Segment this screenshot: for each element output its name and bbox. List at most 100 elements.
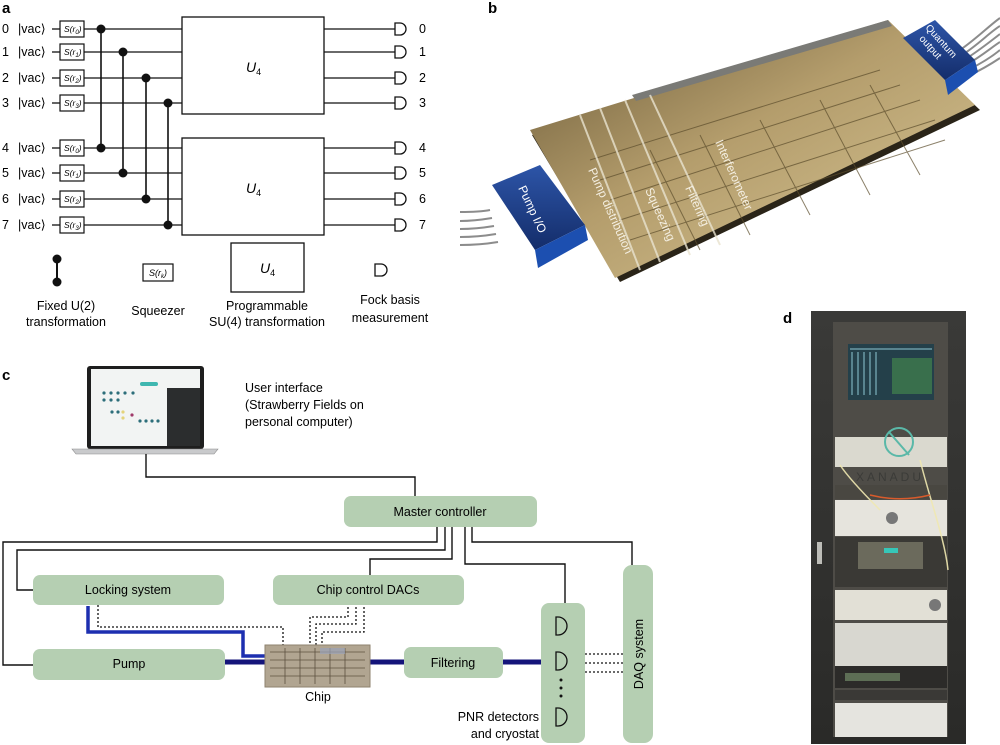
xanadu-logo-stroke <box>888 431 910 456</box>
detector-icon <box>394 45 407 59</box>
detector-icon <box>394 22 407 36</box>
filtering-box <box>404 647 503 678</box>
optical-paths <box>86 606 541 665</box>
legend-u2-line2: transformation <box>26 315 106 329</box>
squeezer-label: S(r0) <box>64 24 82 36</box>
vacuum-input: |vac⟩ <box>18 192 46 206</box>
su4-box-icon <box>230 242 305 293</box>
coupler-node-icon <box>118 47 128 57</box>
circuit-wire: 6|vac⟩S(r2)6 <box>2 190 426 208</box>
rack-unit <box>835 690 947 700</box>
rack-door-handle[interactable] <box>817 542 822 564</box>
panel-letter-b: b <box>488 0 497 17</box>
panel-d: d XANADU <box>783 310 966 744</box>
unitary-box-bottom <box>181 137 325 236</box>
circuit-wire: 1|vac⟩S(r1)1 <box>2 43 426 61</box>
chip-control-dacs-box <box>273 575 464 605</box>
master-controller-label: Master controller <box>393 505 486 519</box>
panel-letter-a: a <box>2 0 11 17</box>
legend-squeezer: S(rk) Squeezer <box>131 263 185 318</box>
xanadu-logo-icon <box>884 427 914 457</box>
squeezer-label: S(r1) <box>64 168 82 180</box>
unitary-box-top <box>181 16 325 115</box>
legend-fock: Fock basis measurement <box>352 263 429 325</box>
panel-a: a 0 |vac⟩ S(r0) 0 1 |vac⟩ S(r1) 1 2|vac⟩S(r2)2 3 |… <box>2 0 429 329</box>
detector-icon <box>374 263 388 277</box>
coupler-node-icon <box>141 194 151 204</box>
legend-fock-line2: measurement <box>352 311 429 325</box>
wire-index: 7 <box>2 218 9 232</box>
wire-index: 6 <box>2 192 9 206</box>
output-index: 3 <box>419 96 426 110</box>
circuit-wires: 0 |vac⟩ S(r0) 0 1 |vac⟩ S(r1) 1 2|vac⟩S(r2)2 3 |va… <box>2 20 426 234</box>
detector-icon <box>394 166 407 180</box>
fan-icon <box>929 599 941 611</box>
output-index: 1 <box>419 45 426 59</box>
chip-label: Chip <box>305 690 331 704</box>
u2-coupler <box>96 24 106 153</box>
wire-index: 4 <box>2 141 9 155</box>
output-index: 4 <box>419 141 426 155</box>
squeezer-label: S(r2) <box>64 194 82 206</box>
output-index: 0 <box>419 22 426 36</box>
filtering-label: Filtering <box>431 656 476 670</box>
quantum-output-block-side <box>945 60 978 95</box>
wire-index: 2 <box>2 71 9 85</box>
u2-coupler <box>163 98 173 230</box>
coupler-node-icon <box>163 98 173 108</box>
pnr-detectors-box <box>541 603 585 743</box>
quantum-output-block <box>903 20 975 80</box>
u2-node-icon <box>52 277 62 287</box>
laptop-icon <box>71 366 219 455</box>
legend-su4-line2: SU(4) transformation <box>209 315 325 329</box>
coupler-node-icon <box>96 24 106 34</box>
coupler-node-icon <box>163 220 173 230</box>
pump-io-block-side <box>535 225 588 268</box>
user-interface-label-1: User interface <box>245 381 323 395</box>
pnr-detectors-label-1: PNR detectors <box>458 710 539 724</box>
chip-thumbnail <box>264 644 371 688</box>
circuit-wire: 4|vac⟩S(r0)4 <box>2 139 426 157</box>
xanadu-brand: XANADU <box>856 470 924 484</box>
instrument <box>858 542 923 569</box>
detector-icon <box>555 707 568 727</box>
locking-system-label: Locking system <box>85 583 171 597</box>
rack-unit <box>835 590 947 620</box>
wire-index: 1 <box>2 45 9 59</box>
legend-su4-line1: Programmable <box>226 299 308 313</box>
vacuum-input: |vac⟩ <box>18 166 46 180</box>
circuit-wire: 2|vac⟩S(r2)2 <box>2 69 426 87</box>
squeezer-icon <box>142 263 174 282</box>
locking-system-box <box>33 575 224 605</box>
coupler-node-icon <box>96 143 106 153</box>
unitary-label-top: U4 <box>246 59 261 77</box>
daq-system-label: DAQ system <box>632 619 646 689</box>
rack-unit <box>835 623 947 666</box>
detector-icon <box>555 616 568 636</box>
pump-io-block <box>492 165 585 250</box>
coupler-node-icon <box>141 73 151 83</box>
fan-icon <box>886 512 898 524</box>
ellipsis-icon <box>559 678 563 698</box>
vacuum-input: |vac⟩ <box>18 45 46 59</box>
squeezer-label: S(r3) <box>64 220 82 232</box>
control-wiring <box>2 454 633 666</box>
panel-b: b <box>459 0 1000 282</box>
rack-cable-orange <box>869 494 931 500</box>
circuit-wire: 0 |vac⟩ S(r0) 0 <box>2 20 426 38</box>
user-interface-label-2: (Strawberry Fields on <box>245 398 364 412</box>
wire-index: 0 <box>2 22 9 36</box>
vacuum-input: |vac⟩ <box>18 22 46 36</box>
legend-u2-line1: Fixed U(2) <box>37 299 95 313</box>
chip-control-dacs-label: Chip control DACs <box>317 583 420 597</box>
panel-letter-d: d <box>783 310 792 327</box>
squeezer-label: S(r0) <box>64 143 82 155</box>
instrument-display <box>884 548 898 553</box>
legend-u2: Fixed U(2) transformation <box>26 254 106 329</box>
detector-icon <box>394 141 407 155</box>
pump-box <box>33 649 225 680</box>
circuit-wire: 5|vac⟩S(r1)5 <box>2 164 426 182</box>
user-interface-label-3: personal computer) <box>245 415 353 429</box>
unitary-label-bottom: U4 <box>246 180 261 198</box>
